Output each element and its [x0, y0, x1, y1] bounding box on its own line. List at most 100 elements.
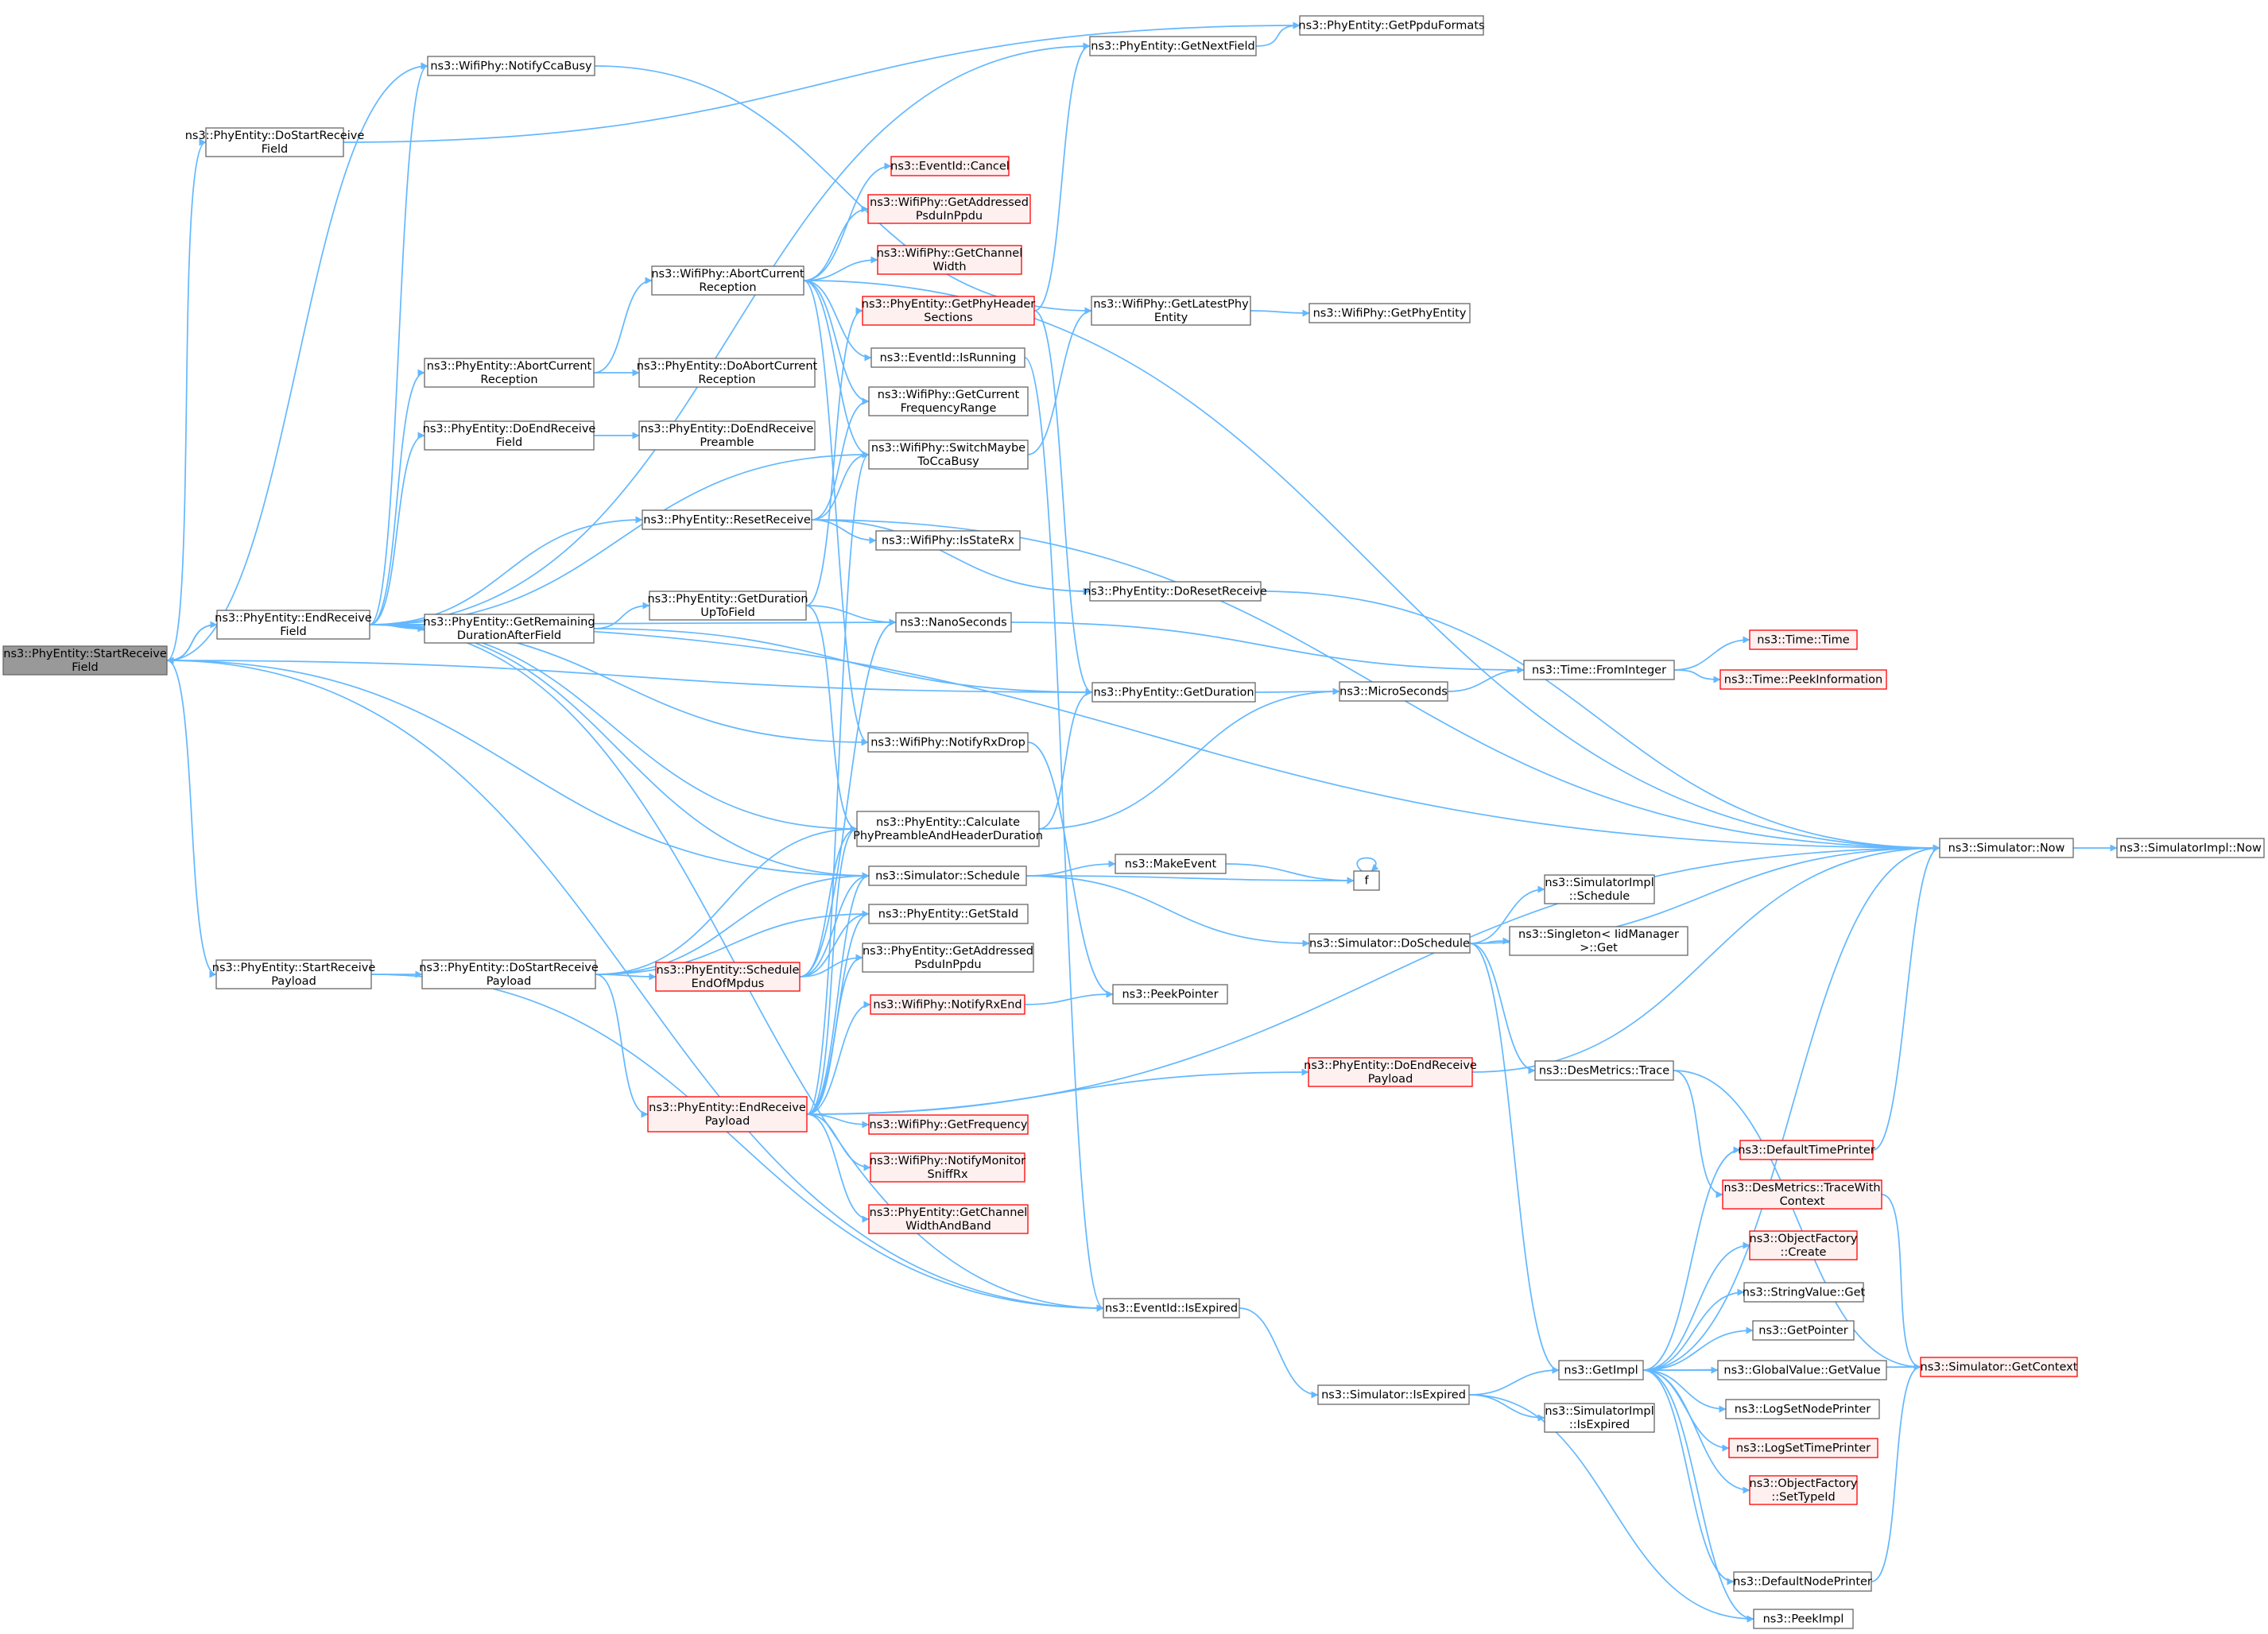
edge-wifiphy_abort_current_reception-to-get_channel_width: [803, 256, 878, 281]
node-simulatorimpl-is-expired[interactable]: ns3::SimulatorImpl::IsExpired: [1544, 1403, 1655, 1433]
node-microseconds[interactable]: ns3::MicroSeconds: [1339, 681, 1448, 702]
node-f[interactable]: f: [1353, 870, 1380, 891]
node-label: Payload: [487, 975, 532, 988]
node-nanoseconds[interactable]: ns3::NanoSeconds: [895, 612, 1012, 633]
node-simulator-get-context[interactable]: ns3::Simulator::GetContext: [1920, 1357, 2078, 1377]
node-notify-cca-busy[interactable]: ns3::WifiPhy::NotifyCcaBusy: [427, 56, 595, 76]
node-eventid-is-running[interactable]: ns3::EventId::IsRunning: [870, 347, 1025, 368]
node-time-from-integer[interactable]: ns3::Time::FromInteger: [1523, 660, 1675, 680]
node-box: [1308, 1057, 1473, 1087]
node-notify-rx-end[interactable]: ns3::WifiPhy::NotifyRxEnd: [870, 994, 1025, 1015]
node-simulatorimpl-now[interactable]: ns3::SimulatorImpl::Now: [2116, 838, 2265, 858]
node-label: Sections: [924, 312, 972, 324]
node-get-frequency[interactable]: ns3::WifiPhy::GetFrequency: [868, 1114, 1029, 1135]
node-get-sta-id[interactable]: ns3::PhyEntity::GetStaId: [868, 904, 1029, 924]
node-singleton-get[interactable]: ns3::Singleton< IidManager>::Get: [1509, 926, 1688, 956]
node-label: ns3::PhyEntity::Schedule: [657, 964, 800, 977]
node-get-pointer[interactable]: ns3::GetPointer: [1752, 1320, 1855, 1341]
node-default-time-printer[interactable]: ns3::DefaultTimePrinter: [1738, 1140, 1875, 1160]
node-get-phy-entity[interactable]: ns3::WifiPhy::GetPhyEntity: [1308, 303, 1471, 323]
node-box: [867, 732, 1029, 753]
node-make-event[interactable]: ns3::MakeEvent: [1115, 854, 1227, 874]
node-get-duration[interactable]: ns3::PhyEntity::GetDuration: [1091, 682, 1256, 703]
edge-wifiphy_abort_current_reception-to-switch_maybe_to_cca_busy: [803, 280, 870, 459]
node-label: ns3::Time::FromInteger: [1532, 664, 1666, 676]
node-label: Context: [1780, 1195, 1825, 1208]
node-eventid-is-expired[interactable]: ns3::EventId::IsExpired: [1103, 1298, 1240, 1318]
node-simulator-now[interactable]: ns3::Simulator::Now: [1939, 838, 2074, 858]
node-eventid-cancel[interactable]: ns3::EventId::Cancel: [890, 156, 1010, 176]
node-get-next-field[interactable]: ns3::PhyEntity::GetNextField: [1089, 36, 1257, 56]
node-label: ns3::PhyEntity::DoEndReceive: [423, 423, 596, 436]
node-box: [1089, 36, 1257, 56]
node-calculate-phy-preamble[interactable]: ns3::PhyEntity::CalculatePhyPreambleAndH…: [853, 811, 1043, 847]
node-simulatorimpl-schedule[interactable]: ns3::SimulatorImpl::Schedule: [1544, 874, 1655, 904]
node-time-peek-information[interactable]: ns3::Time::PeekInformation: [1719, 669, 1887, 690]
node-label: ns3::Simulator::Now: [1948, 842, 2065, 854]
node-get-remaining-duration[interactable]: ns3::PhyEntity::GetRemainingDurationAfte…: [423, 614, 595, 644]
node-label: Reception: [480, 374, 537, 386]
node-label: ns3::Singleton< IidManager: [1518, 928, 1679, 941]
node-log-set-node-printer[interactable]: ns3::LogSetNodePrinter: [1725, 1399, 1880, 1419]
edge-start_receive_field-to-do_start_receive_field: [166, 138, 207, 661]
node-global-value-get-value[interactable]: ns3::GlobalValue::GetValue: [1717, 1360, 1887, 1380]
node-label: Payload: [1368, 1073, 1413, 1086]
node-label: ns3::LogSetNodePrinter: [1735, 1403, 1871, 1415]
node-log-set-time-printer[interactable]: ns3::LogSetTimePrinter: [1728, 1438, 1878, 1458]
node-simulator-schedule[interactable]: ns3::Simulator::Schedule: [868, 865, 1027, 886]
node-peek-pointer[interactable]: ns3::PeekPointer: [1112, 984, 1228, 1005]
edge-get_impl-to-log_set_node_printer: [1642, 1369, 1727, 1413]
node-notify-rx-drop[interactable]: ns3::WifiPhy::NotifyRxDrop: [867, 732, 1029, 753]
node-default-node-printer[interactable]: ns3::DefaultNodePrinter: [1733, 1571, 1872, 1592]
node-des-metrics-trace[interactable]: ns3::DesMetrics::Trace: [1534, 1060, 1674, 1081]
node-peek-impl[interactable]: ns3::PeekImpl: [1753, 1609, 1854, 1629]
node-label: ns3::DesMetrics::TraceWith: [1723, 1182, 1880, 1195]
node-simulator-do-schedule[interactable]: ns3::Simulator::DoSchedule: [1308, 933, 1471, 954]
node-label: PsduInPpdu: [914, 958, 981, 971]
node-box: [1749, 629, 1858, 650]
node-label: ns3::SimulatorImpl: [1545, 877, 1654, 889]
node-label: ns3::PhyEntity::GetNextField: [1091, 40, 1254, 52]
node-simulator-is-expired[interactable]: ns3::Simulator::IsExpired: [1317, 1384, 1470, 1405]
node-get-ppdu-formats[interactable]: ns3::PhyEntity::GetPpduFormats: [1298, 15, 1485, 36]
node-object-factory-set-type-id[interactable]: ns3::ObjectFactory::SetTypeId: [1749, 1475, 1858, 1505]
node-object-factory-create[interactable]: ns3::ObjectFactory::Create: [1749, 1230, 1858, 1260]
node-is-state-rx[interactable]: ns3::WifiPhy::IsStateRx: [875, 530, 1021, 551]
node-box: [638, 358, 816, 388]
node-do-reset-receive[interactable]: ns3::PhyEntity::DoResetReceive: [1084, 581, 1267, 602]
node-reset-receive[interactable]: ns3::PhyEntity::ResetReceive: [642, 509, 812, 530]
node-label: ::Schedule: [1569, 890, 1630, 903]
node-string-value-get[interactable]: ns3::StringValue::Get: [1743, 1282, 1866, 1303]
node-get-impl[interactable]: ns3::GetImpl: [1558, 1360, 1644, 1380]
node-box: [1339, 681, 1448, 702]
edge-simulator_do_schedule-to-singleton_get: [1469, 937, 1510, 945]
node-label: ns3::PhyEntity::DoEndReceive: [1304, 1059, 1477, 1072]
node-time-time[interactable]: ns3::Time::Time: [1749, 629, 1858, 650]
node-label: Field: [262, 143, 288, 156]
node-box: [1717, 1360, 1887, 1380]
